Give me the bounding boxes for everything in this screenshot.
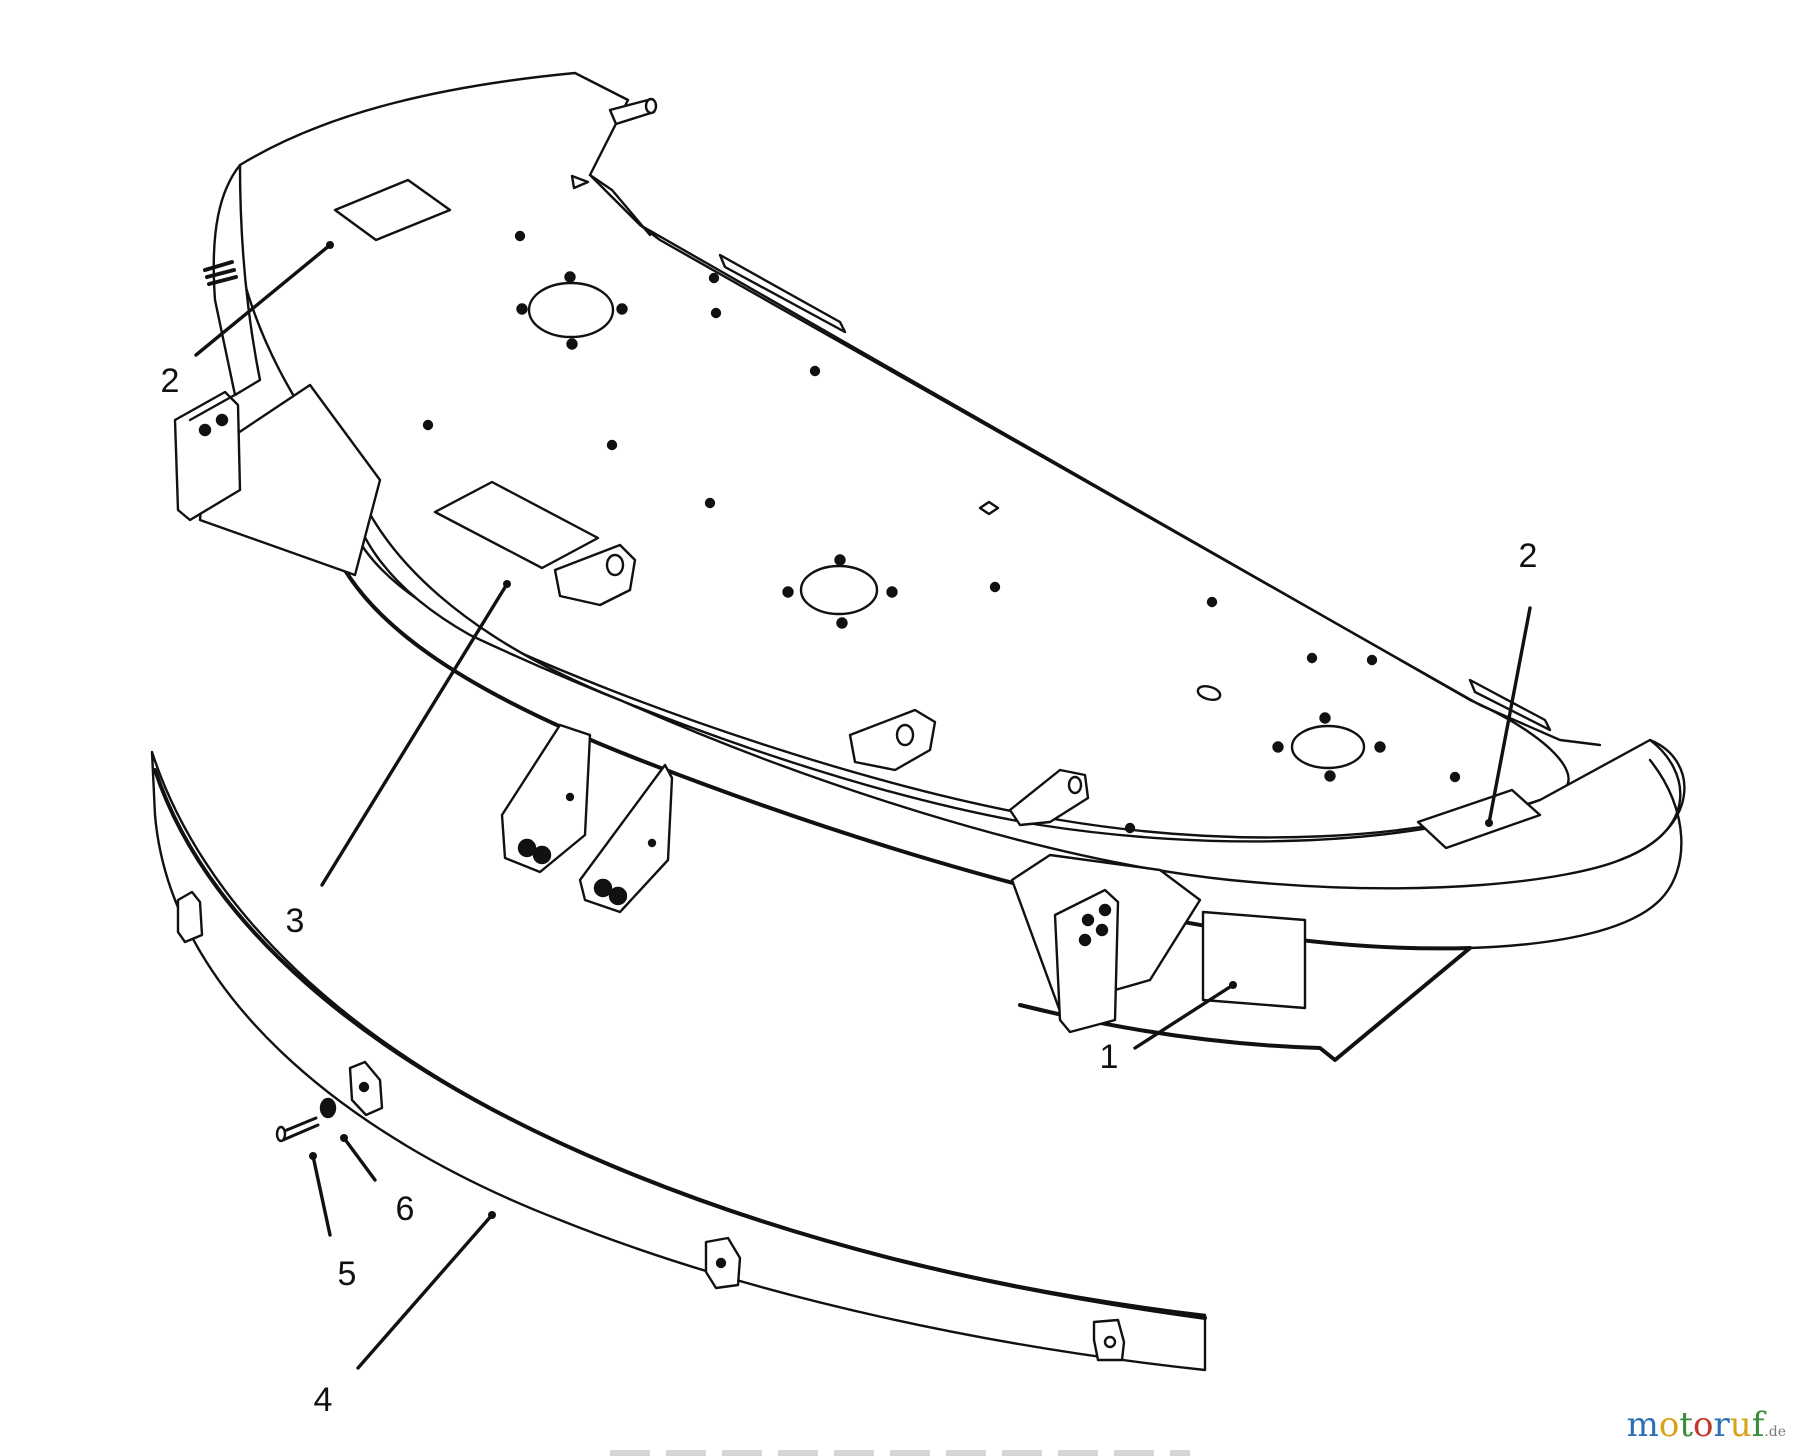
callout-2-left: 2: [160, 362, 180, 400]
leader-lines: [194, 243, 1532, 1370]
watermark-letter: u: [1729, 1405, 1752, 1445]
rail-clip-1: [176, 890, 204, 944]
watermark-letter: t: [1679, 1405, 1694, 1445]
bolt: [280, 1116, 320, 1142]
spindle-hole-left: [516, 271, 628, 350]
watermark-letter: f: [1751, 1405, 1765, 1445]
decal-right: [1416, 788, 1542, 850]
decal-front: [1201, 910, 1307, 1010]
callout-2-right: 2: [1518, 537, 1538, 575]
callout-5: 5: [337, 1255, 357, 1293]
watermark-letters: motoruf: [1627, 1405, 1765, 1445]
bottom-caption-band: [610, 1450, 1190, 1456]
callout-6: 6: [395, 1190, 415, 1228]
watermark-tld: .de: [1764, 1424, 1786, 1440]
callout-4: 4: [313, 1381, 333, 1419]
callout-1: 1: [1099, 1038, 1119, 1076]
right-center-bracket: [848, 708, 937, 772]
watermark-letter: m: [1626, 1405, 1659, 1445]
spindle-hole-center: [782, 554, 898, 629]
callout-3: 3: [285, 902, 305, 940]
belt-cover-decal: [433, 480, 600, 570]
spindle-hole-right: [1272, 712, 1386, 782]
watermark-letter: r: [1713, 1405, 1730, 1445]
deck-skirt: [348, 468, 1682, 890]
watermark-letter: o: [1658, 1405, 1680, 1445]
deck-spring: [203, 260, 238, 286]
decal-left-rear: [333, 178, 452, 242]
deck-rear-wall: [212, 163, 262, 397]
hanger-bracket-left: [500, 723, 592, 874]
hanger-bracket-right: [578, 763, 674, 914]
deck-mount-holes: [422, 230, 1461, 834]
watermark-logo: motoruf.de: [1627, 1408, 1786, 1442]
watermark-letter: o: [1693, 1405, 1714, 1445]
nut: [319, 1097, 337, 1119]
